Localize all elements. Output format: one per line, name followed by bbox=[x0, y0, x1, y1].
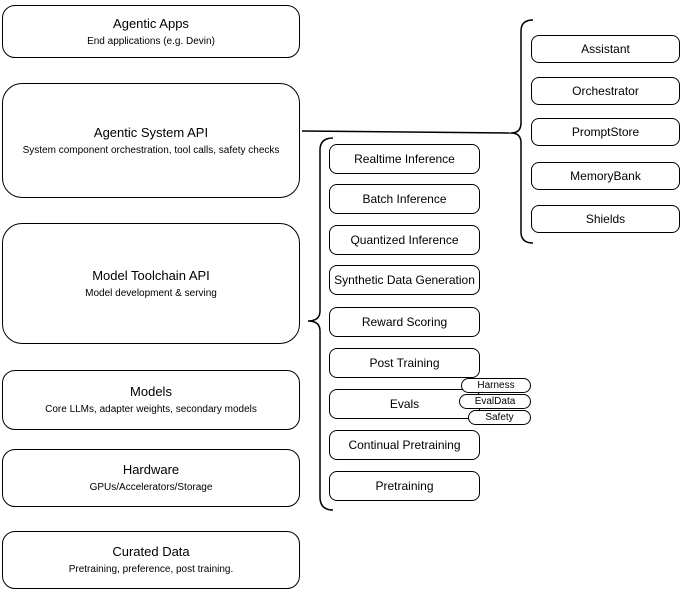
box-agentic-apps: Agentic Apps End applications (e.g. Devi… bbox=[2, 5, 300, 58]
box-title: Models bbox=[130, 384, 172, 399]
box-agentic-system-api: Agentic System API System component orch… bbox=[2, 83, 300, 198]
service-box-post-training: Post Training bbox=[329, 348, 480, 378]
component-box-shields: Shields bbox=[531, 205, 680, 233]
service-box-batch-inference: Batch Inference bbox=[329, 184, 480, 214]
box-subtitle: System component orchestration, tool cal… bbox=[22, 144, 280, 156]
system-components-brace bbox=[510, 19, 534, 244]
component-box-assistant: Assistant bbox=[531, 35, 680, 63]
box-curated-data: Curated Data Pretraining, preference, po… bbox=[2, 531, 300, 589]
box-hardware: Hardware GPUs/Accelerators/Storage bbox=[2, 449, 300, 507]
tag-oval-evaldata: EvalData bbox=[459, 394, 531, 409]
box-model-toolchain-api: Model Toolchain API Model development & … bbox=[2, 223, 300, 344]
component-box-orchestrator: Orchestrator bbox=[531, 77, 680, 105]
system-api-connector-line bbox=[301, 130, 512, 134]
box-title: Curated Data bbox=[112, 544, 190, 559]
component-box-promptstore: PromptStore bbox=[531, 118, 680, 146]
service-box-continual-pretraining: Continual Pretraining bbox=[329, 430, 480, 460]
service-box-realtime-inference: Realtime Inference bbox=[329, 144, 480, 174]
service-box-synthetic-data-generation: Synthetic Data Generation bbox=[329, 265, 480, 295]
box-subtitle: Model development & serving bbox=[85, 287, 217, 299]
box-models: Models Core LLMs, adapter weights, secon… bbox=[2, 370, 300, 430]
service-box-evals: Evals bbox=[329, 389, 480, 419]
box-subtitle: GPUs/Accelerators/Storage bbox=[89, 482, 213, 493]
service-box-quantized-inference: Quantized Inference bbox=[329, 225, 480, 255]
tag-oval-safety: Safety bbox=[468, 410, 531, 425]
service-box-reward-scoring: Reward Scoring bbox=[329, 307, 480, 337]
box-subtitle: End applications (e.g. Devin) bbox=[87, 35, 215, 47]
box-title: Hardware bbox=[122, 462, 180, 477]
box-title: Agentic System API bbox=[93, 124, 209, 140]
tag-oval-harness: Harness bbox=[461, 378, 531, 393]
box-title: Agentic Apps bbox=[113, 15, 189, 31]
box-subtitle: Core LLMs, adapter weights, secondary mo… bbox=[45, 404, 257, 415]
box-subtitle: Pretraining, preference, post training. bbox=[68, 564, 234, 575]
service-box-pretraining: Pretraining bbox=[329, 471, 480, 501]
component-box-memorybank: MemoryBank bbox=[531, 162, 680, 190]
box-title: Model Toolchain API bbox=[92, 267, 210, 283]
